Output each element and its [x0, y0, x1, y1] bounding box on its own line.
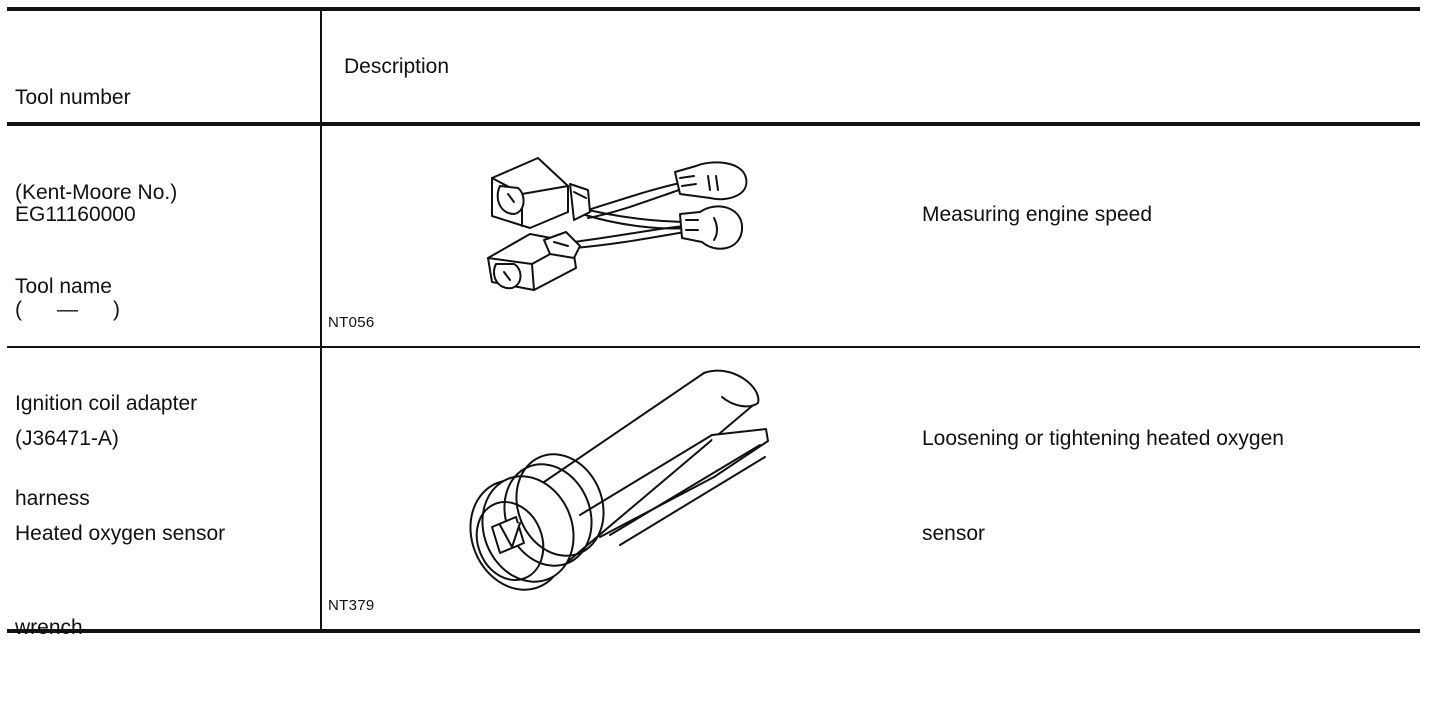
row1-description: Measuring engine speed: [922, 136, 1152, 294]
row1-kent-moore: ( — ): [15, 297, 120, 321]
row-divider-rule: [7, 346, 1420, 348]
header-tool-column: Tool number (Kent-Moore No.) Tool name: [15, 19, 177, 366]
row2-tool-name-line2: wrench: [15, 616, 83, 639]
header-bottom-rule: [7, 122, 1420, 126]
row2-description-line2: sensor: [922, 521, 986, 545]
row2-tool-info: (J36471-A) Heated oxygen sensor wrench: [15, 360, 225, 707]
table-top-rule: [7, 7, 1420, 11]
header-line-tool-number: Tool number: [15, 86, 131, 109]
row2-tool-name-line1: Heated oxygen sensor: [15, 521, 226, 545]
header-line-tool-name: Tool name: [15, 275, 112, 298]
row1-figure-label: NT056: [328, 314, 375, 331]
row2-description-line1: Loosening or tightening heated oxygen: [922, 427, 1284, 450]
header-line-kent-moore: (Kent-Moore No.): [15, 180, 178, 204]
row2-kent-moore: (J36471-A): [15, 427, 119, 450]
row1-tool-name-line2: harness: [15, 486, 90, 510]
row2-description: Loosening or tightening heated oxygen se…: [922, 360, 1284, 612]
row1-tool-info: EG11160000 ( — ) Ignition coil adapter h…: [15, 136, 197, 577]
ignition-coil-adapter-harness-illustration: [487, 157, 748, 291]
table-bottom-rule: [7, 629, 1420, 633]
special-tools-table: Tool number (Kent-Moore No.) Tool name D…: [7, 7, 1420, 639]
row2-figure-label: NT379: [328, 597, 375, 614]
row1-tool-number: EG11160000: [15, 203, 136, 226]
column-divider: [320, 8, 322, 630]
header-description: Description: [344, 55, 450, 78]
row1-tool-name-line1: Ignition coil adapter: [15, 392, 198, 415]
row1-description-line1: Measuring engine speed: [922, 203, 1152, 226]
heated-oxygen-sensor-wrench-illustration: [469, 369, 769, 591]
